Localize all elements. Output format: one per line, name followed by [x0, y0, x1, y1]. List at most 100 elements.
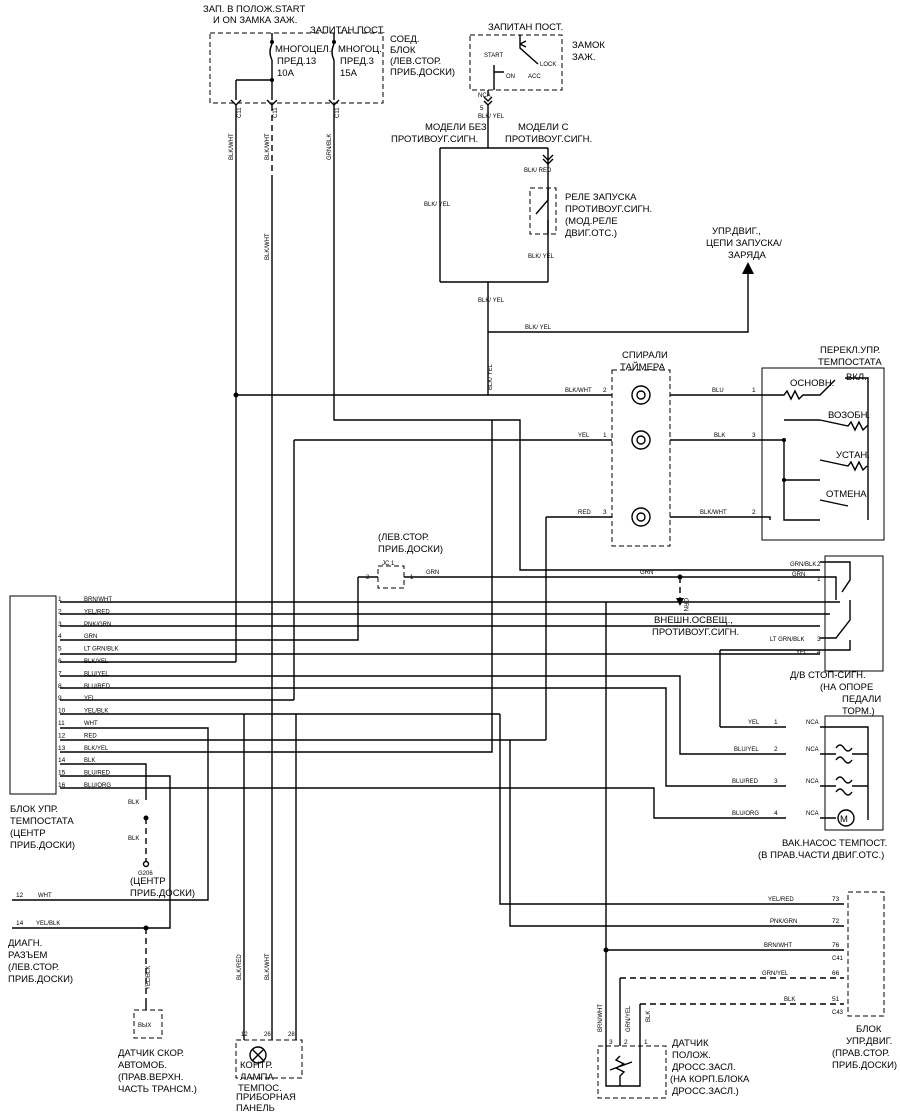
wire-label: BLK/ YEL — [424, 202, 451, 208]
svg-text:БЛОК УПР.: БЛОК УПР. — [10, 804, 58, 815]
svg-text:И ON ЗАМКА ЗАЖ.: И ON ЗАМКА ЗАЖ. — [213, 15, 297, 26]
junction-dot — [782, 478, 786, 482]
wire-label: BLU — [712, 388, 724, 394]
pin-label: 1 — [774, 719, 778, 726]
pin-label: 26 — [264, 1032, 271, 1038]
instrument-cluster — [235, 1039, 303, 1079]
models-no-alarm: МОДЕЛИ БЕЗ ПРОТИВОУГ.СИГН. — [391, 122, 487, 145]
svg-text:ЗАРЯДА: ЗАРЯДА — [728, 250, 766, 261]
svg-text:ПРИБ.ДОСКИ): ПРИБ.ДОСКИ) — [130, 888, 195, 899]
module-pin-wire: GRN — [84, 634, 97, 640]
jc1-connector — [377, 565, 405, 589]
svg-text:15А: 15А — [340, 68, 358, 79]
switch-lock: LOCK — [540, 62, 556, 68]
lamp-label: КОНТР. ЛАМПА ТЕМПОС. — [238, 1060, 282, 1094]
wire-blk — [60, 763, 147, 800]
svg-text:БЛОК: БЛОК — [856, 1024, 882, 1035]
wire-engine-ctrl — [488, 268, 749, 333]
svg-text:(ЦЕНТР: (ЦЕНТР — [10, 828, 46, 839]
wire-label: BLK/ YEL — [525, 325, 552, 331]
svg-text:ПРИБ.ДОСКИ): ПРИБ.ДОСКИ) — [390, 67, 455, 78]
svg-text:ПРОТИВОУГ.СИГН.: ПРОТИВОУГ.СИГН. — [391, 134, 478, 145]
wire-label: GRN/YEL — [626, 1005, 632, 1032]
wire-label: BLK/RED — [237, 954, 243, 980]
pin-label: 14 — [16, 920, 24, 927]
relay-connector — [542, 154, 554, 165]
pin-label: 2 — [752, 509, 756, 516]
svg-text:Д/В СТОП-СИГН.: Д/В СТОП-СИГН. — [790, 670, 866, 681]
module-pin-number: 12 — [58, 732, 66, 739]
module-pin-number: 11 — [58, 720, 65, 727]
svg-text:ЗАМОК: ЗАМОК — [572, 40, 605, 51]
engine-ctrl-label: УПР.ДВИГ., ЦЕПИ ЗАПУСКА/ ЗАРЯДА — [706, 226, 782, 261]
ground-icon — [142, 860, 150, 868]
svg-text:10А: 10А — [277, 68, 295, 79]
wire-label: BLK/ RED — [524, 168, 552, 174]
svg-text:(В ПРАВ.ЧАСТИ ДВИГ.ОТС.): (В ПРАВ.ЧАСТИ ДВИГ.ОТС.) — [758, 850, 884, 861]
wire-blu-org — [60, 787, 786, 819]
brake-contacts — [820, 561, 851, 651]
brake-sensor-label: Д/В СТОП-СИГН. (НА ОПОРЕ ПЕДАЛИ ТОРМ.) — [790, 670, 881, 717]
fuse-3: МНОГОЦ. ПРЕД.3 15А — [338, 44, 382, 79]
ecm — [847, 891, 885, 1017]
tps-resistor — [605, 1046, 641, 1087]
svg-text:ВНЕШН.ОСВЕЩ.,: ВНЕШН.ОСВЕЩ., — [654, 615, 733, 626]
pin-label: 5 — [480, 106, 484, 112]
svg-text:МНОГОЦЕЛ.: МНОГОЦЕЛ. — [275, 44, 331, 55]
module-pin-number: 1 — [58, 596, 62, 603]
sw-pos-cancel: ОТМЕНА — [826, 489, 867, 500]
fuse-node — [332, 40, 336, 44]
svg-text:(ПРАВ.СТОР.: (ПРАВ.СТОР. — [832, 1048, 890, 1059]
pin-label: 2 — [624, 1039, 628, 1046]
svg-text:СПИРАЛИ: СПИРАЛИ — [622, 350, 668, 361]
wire-label: GRN/YEL — [762, 971, 789, 977]
svg-text:(МОД.РЕЛЕ: (МОД.РЕЛЕ — [565, 216, 618, 227]
wire-blu-red — [60, 687, 786, 787]
wire-label: BLK/WHT — [700, 510, 727, 516]
vss-out-label: ВЫХ — [138, 1023, 151, 1029]
wire-label: RED — [578, 510, 591, 516]
svg-text:ПРЕД.3: ПРЕД.3 — [340, 56, 374, 67]
diag-conn-label: ДИАГН. РАЗЪЕМ (ЛЕВ.СТОР. ПРИБ.ДОСКИ) — [8, 938, 73, 985]
jb-node — [270, 78, 274, 82]
timer-coils — [611, 369, 671, 547]
switch-start: START — [484, 53, 503, 59]
wire-label: GRN — [426, 570, 439, 576]
svg-text:ПОЛОЖ.: ПОЛОЖ. — [672, 1050, 711, 1061]
module-pin-number: 5 — [58, 646, 62, 653]
cruise-module — [9, 595, 57, 795]
ecm-dash-wires — [620, 977, 844, 1005]
pin-label: 12 — [241, 1032, 248, 1038]
module-pin-wire: RED — [84, 733, 97, 739]
vss-label: ДАТЧИК СКОР. АВТОМОБ. (ПРАВ.ВЕРХН. ЧАСТЬ… — [118, 1048, 197, 1095]
module-pin-wire: BLU/ORG — [84, 783, 111, 789]
svg-text:ПРИБОРНАЯ: ПРИБОРНАЯ — [236, 1092, 296, 1103]
module-pin-number: 9 — [58, 695, 62, 702]
pin-label: 12 — [16, 892, 24, 899]
svg-text:(НА КОРП.БЛОКА: (НА КОРП.БЛОКА — [670, 1074, 750, 1085]
pin-label: 1 — [752, 387, 756, 394]
brake-sensor — [824, 555, 884, 672]
pin-label: 1 — [644, 1039, 648, 1046]
svg-text:NCA: NCA — [806, 747, 819, 753]
pin-label: 28 — [288, 1032, 295, 1038]
pin-label: 4 — [774, 810, 778, 817]
ext-light-label: ВНЕШН.ОСВЕЩ., ПРОТИВОУГ.СИГН. — [652, 615, 739, 638]
vac-pump-internals: M — [820, 726, 869, 827]
tps-wires — [605, 950, 641, 1046]
module-pin-wire: WHT — [84, 721, 98, 727]
lamp-wires — [243, 714, 297, 1040]
svg-text:ТЕМПОСТАТА: ТЕМПОСТАТА — [818, 357, 882, 368]
svg-text:ПРИБ.ДОСКИ): ПРИБ.ДОСКИ) — [10, 840, 75, 851]
svg-text:M: M — [840, 814, 848, 825]
module-pin-wire: BLK/YEL — [84, 746, 109, 752]
module-pin-number: 3 — [58, 621, 62, 628]
cruise-switch-contacts — [760, 379, 836, 521]
module-pin-number: 7 — [58, 670, 62, 677]
svg-text:ПРИБ.ДОСКИ): ПРИБ.ДОСКИ) — [8, 974, 73, 985]
hot-always-label: ЗАПИТАН ПОСТ. — [310, 25, 385, 36]
sw-pos-main: ОСНОВН. — [790, 378, 834, 389]
wire-label: BLK/WHT — [265, 133, 271, 160]
module-pin-wire: BLU/YEL — [84, 671, 109, 677]
svg-text:(ЦЕНТР: (ЦЕНТР — [130, 876, 166, 887]
